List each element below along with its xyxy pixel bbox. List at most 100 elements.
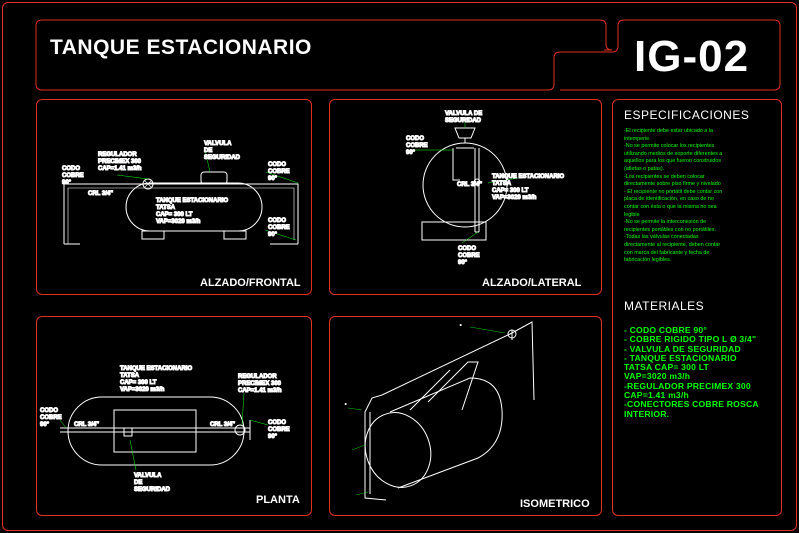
material-line: VAP=3020 m3/h bbox=[624, 371, 691, 382]
label-planta: PLANTA bbox=[256, 494, 300, 506]
frontal-codo-rb-3: 90° bbox=[268, 232, 278, 238]
material-line: - TANQUE ESTACIONARIO bbox=[624, 352, 737, 363]
material-line: -REGULADOR PRECIMEX 300 bbox=[624, 380, 751, 391]
planta-regulator-icon bbox=[234, 424, 246, 436]
frontal-tank-1: TANQUE ESTACIONARIO bbox=[156, 198, 228, 204]
spec-line: con marca del fabricante y fecha de bbox=[624, 249, 710, 256]
spec-line: -No se permite la interconexión de bbox=[624, 219, 707, 226]
lateral-codo-t-2: COBRE bbox=[406, 143, 428, 149]
frontal-drawing: REGULADOR PRECIMEX 300 CAP=1.41 m3/h VAL… bbox=[62, 141, 299, 245]
planta-reg-2: PRECIMEX 300 bbox=[238, 381, 282, 387]
iso-saddle bbox=[409, 361, 479, 411]
frame-specs bbox=[612, 99, 782, 516]
lateral-drawing: VALVULA DE SEGURIDAD CODO COBRE 90° CODO… bbox=[406, 111, 565, 267]
lateral-tank-1: TANQUE ESTACIONARIO bbox=[492, 174, 564, 180]
planta-pipe bbox=[60, 420, 251, 440]
frontal-base-left bbox=[141, 230, 165, 240]
frontal-codo-rt-3: 90° bbox=[268, 176, 278, 182]
lateral-pipe bbox=[452, 147, 480, 233]
frontal-regulador-1: REGULADOR bbox=[98, 152, 137, 158]
label-frontal: ALZADO/FRONTAL bbox=[200, 277, 301, 289]
frame-planta bbox=[36, 316, 312, 516]
materials-heading: MATERIALES bbox=[624, 299, 705, 313]
frontal-codo-l-2: COBRE bbox=[62, 173, 84, 179]
lateral-valvula-2: SEGURIDAD bbox=[445, 118, 482, 124]
planta-drawing: TANQUE ESTACIONARIO TATSA CAP= 300 LT VA… bbox=[40, 366, 291, 494]
spec-line: recipientes portátiles con no portátiles… bbox=[624, 226, 716, 233]
planta-pipe-label-left: CRL 3/4" bbox=[74, 422, 99, 428]
planta-body bbox=[113, 409, 197, 453]
frontal-codo-l-3: 90° bbox=[62, 180, 72, 186]
frontal-codo-rb-2: COBRE bbox=[268, 225, 290, 231]
material-line: INTERIOR. bbox=[624, 408, 670, 419]
material-line: - CODO COBRE 90° bbox=[624, 325, 708, 335]
frontal-valvula-3: SEGURIDAD bbox=[204, 155, 241, 161]
planta-codo-r-1: CODO bbox=[268, 420, 286, 426]
lateral-tank-2: TATSA bbox=[492, 181, 512, 187]
spec-line: -Los recipientes se deben colocar bbox=[624, 173, 705, 180]
planta-codo-l-3: 90° bbox=[40, 422, 50, 428]
frame-frontal bbox=[36, 99, 312, 295]
planta-codo-l-2: COBRE bbox=[40, 415, 62, 421]
iso-note-left: • bbox=[345, 401, 347, 406]
frontal-valvula-1: VALVULA bbox=[204, 141, 232, 147]
label-lateral: ALZADO/LATERAL bbox=[482, 277, 582, 289]
frontal-valve-dome bbox=[200, 171, 228, 185]
spec-line: legible bbox=[624, 211, 640, 218]
planta-tank bbox=[67, 396, 245, 466]
material-line: -CONECTORES COBRE ROSCA bbox=[624, 399, 759, 410]
frontal-pipe-label: CRL 3/4" bbox=[88, 191, 113, 197]
planta-valv-2: DE bbox=[134, 480, 142, 486]
frontal-regulador-2: PRECIMEX 300 bbox=[98, 159, 142, 165]
planta-reg-1: REGULADOR bbox=[238, 374, 277, 380]
planta-pipe-label-right: CRL 3/4" bbox=[210, 422, 235, 428]
lateral-codo-b-3: 90° bbox=[458, 260, 468, 266]
spec-line: placa de identificación, en caso de no bbox=[624, 196, 714, 203]
planta-tank-1: TANQUE ESTACIONARIO bbox=[120, 366, 192, 372]
frame-isometrico bbox=[329, 316, 602, 516]
spec-line: - El recipiente no portátil debe contar … bbox=[624, 188, 723, 195]
lateral-tank-3: CAP= 300 LT bbox=[492, 188, 529, 194]
drawing-code: IG-02 bbox=[634, 32, 750, 81]
planta-codo-r-3: 90° bbox=[268, 434, 278, 440]
planta-tank-3: CAP= 300 LT bbox=[120, 380, 157, 386]
isometric-drawing: • • bbox=[345, 321, 535, 501]
planta-codo-r-2: COBRE bbox=[268, 427, 290, 433]
frontal-tank-4: VAP=3020 m3/h bbox=[156, 219, 201, 225]
material-line: - VALVULA DE SEGURIDAD bbox=[624, 343, 741, 354]
spec-line: directamente sobre piso firme y nivelado bbox=[624, 181, 721, 188]
spec-line: -Todas las válvulas conectadas bbox=[624, 234, 699, 241]
spec-line: aquellos para los que fueron construidos bbox=[624, 158, 722, 165]
lateral-valve bbox=[454, 127, 476, 143]
spec-line: contar con ésta o que la misma no sea bbox=[624, 203, 717, 210]
lateral-codo-b-2: COBRE bbox=[458, 253, 480, 259]
planta-reg-3: CAP=1.41 m3/h bbox=[238, 388, 282, 394]
specs-heading: ESPECIFICACIONES bbox=[624, 108, 750, 122]
specs-list: -El recipiente debe estar ubicado a la i… bbox=[624, 128, 790, 265]
frontal-codo-l-1: CODO bbox=[62, 166, 80, 172]
materials-list: - CODO COBRE 90° - COBRE RIGIDO TIPO L Ø… bbox=[624, 325, 792, 419]
lateral-base bbox=[421, 221, 487, 241]
planta-tank-2: TATSA bbox=[120, 373, 140, 379]
spec-line: -No se permite colocar los recipientes bbox=[624, 143, 715, 150]
lateral-pipe-label: CRL 3/4" bbox=[457, 182, 482, 188]
lateral-codo-t-1: CODO bbox=[406, 136, 424, 142]
material-line: TATSA CAP= 300 LT bbox=[624, 362, 709, 373]
spec-line: (atletas o patas). bbox=[624, 165, 665, 172]
lateral-valvula-1: VALVULA DE bbox=[445, 111, 482, 117]
drawing-title: TANQUE ESTACIONARIO bbox=[50, 36, 312, 59]
spec-line: intemperie. bbox=[624, 135, 651, 142]
frontal-tank-2: TATSA bbox=[156, 205, 176, 211]
spec-line: -El recipiente debe estar ubicado a la bbox=[624, 128, 714, 134]
label-isometrico: ISOMETRICO bbox=[520, 498, 590, 510]
frontal-regulador-3: CAP=1.41 m3/h bbox=[98, 166, 142, 172]
planta-codo-l-1: CODO bbox=[40, 408, 58, 414]
frontal-base-right bbox=[223, 230, 247, 240]
material-line: - COBRE RIGIDO TIPO L Ø 3/4" bbox=[624, 334, 757, 345]
frontal-tank-3: CAP= 300 LT bbox=[156, 212, 193, 218]
lateral-codo-t-3: 90° bbox=[406, 150, 416, 156]
frontal-codo-rt-2: COBRE bbox=[268, 169, 290, 175]
frontal-pipe bbox=[63, 183, 299, 245]
